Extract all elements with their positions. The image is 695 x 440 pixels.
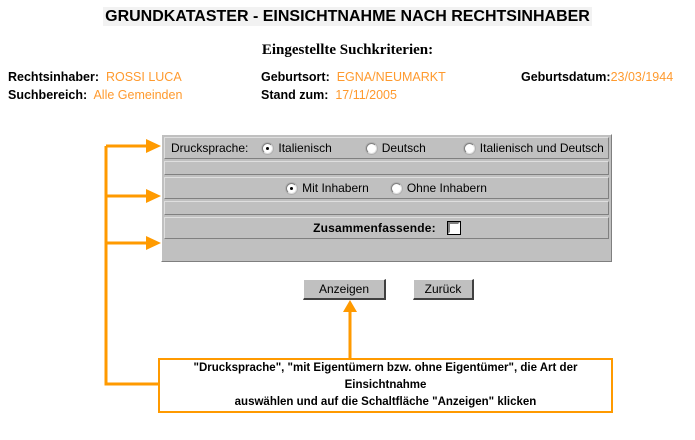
annotation-text: "Drucksprache", "mit Eigentümern bzw. oh…: [160, 360, 611, 411]
arrow-head-owner-icon: [146, 189, 161, 203]
annotation-line-1: "Drucksprache", "mit Eigentümern bzw. oh…: [193, 362, 578, 391]
criteria-geburtsdatum-value: 23/03/1944: [610, 70, 674, 84]
radio-italienisch-und-deutsch-icon[interactable]: [463, 142, 475, 154]
zurueck-button[interactable]: Zurück: [413, 279, 474, 300]
criteria-geburtsdatum: Geburtsdatum:23/03/1944: [521, 70, 673, 84]
arrow-head-language-icon: [146, 139, 161, 153]
radio-ohne-inhabern-icon[interactable]: [390, 182, 402, 194]
anzeigen-button[interactable]: Anzeigen: [303, 279, 386, 300]
radio-option-italienisch[interactable]: Italienisch: [262, 141, 332, 155]
arrow-head-summary-icon: [146, 236, 161, 250]
radio-option-ohne-inhabern[interactable]: Ohne Inhabern: [390, 181, 487, 195]
page-title-text: GRUNDKATASTER - EINSICHTNAHME NACH RECHT…: [103, 7, 592, 26]
criteria-heading: Eingestellte Suchkriterien:: [261, 42, 434, 58]
radio-italienisch-icon[interactable]: [262, 142, 274, 154]
criteria-rechtsinhaber: Rechtsinhaber: ROSSI LUCA: [8, 70, 182, 84]
criteria-geburtsort: Geburtsort: EGNA/NEUMARKT: [261, 70, 446, 84]
summary-checkbox[interactable]: [446, 221, 461, 235]
radio-italienisch-label: Italienisch: [278, 141, 332, 155]
criteria-stand-zum: Stand zum: 17/11/2005: [261, 88, 397, 102]
summary-row: Zusammenfassende:: [164, 217, 609, 239]
connector-trunk: [104, 146, 158, 386]
criteria-rechtsinhaber-label: Rechtsinhaber:: [8, 70, 103, 84]
annotation-line-2: auswählen und auf die Schaltfläche "Anze…: [234, 396, 537, 408]
radio-option-italienisch-und-deutsch[interactable]: Italienisch und Deutsch: [463, 141, 604, 155]
radio-option-deutsch[interactable]: Deutsch: [365, 141, 426, 155]
owner-row: Mit Inhabern Ohne Inhabern: [164, 177, 609, 199]
radio-deutsch-label: Deutsch: [381, 141, 426, 155]
language-row: Drucksprache: Italienisch Deutsch Italie…: [164, 137, 609, 159]
annotation-callout: "Drucksprache", "mit Eigentümern bzw. oh…: [158, 358, 613, 413]
criteria-stand-zum-value: 17/11/2005: [335, 88, 397, 102]
page-title: GRUNDKATASTER - EINSICHTNAHME NACH RECHT…: [0, 7, 695, 26]
criteria-stand-zum-label: Stand zum:: [261, 88, 332, 102]
criteria-geburtsort-label: Geburtsort:: [261, 70, 334, 84]
radio-deutsch-icon[interactable]: [365, 142, 377, 154]
panel-spacer-1: [164, 161, 609, 175]
language-label: Drucksprache:: [171, 141, 249, 155]
summary-label: Zusammenfassende:: [313, 221, 436, 235]
radio-mit-inhabern-label: Mit Inhabern: [302, 181, 369, 195]
criteria-suchbereich-label: Suchbereich:: [8, 88, 91, 102]
criteria-geburtsort-value: EGNA/NEUMARKT: [336, 70, 446, 84]
arrow-head-anzeigen-icon: [343, 300, 357, 312]
options-panel: Drucksprache: Italienisch Deutsch Italie…: [161, 134, 612, 262]
radio-italienisch-und-deutsch-label: Italienisch und Deutsch: [479, 141, 604, 155]
radio-ohne-inhabern-label: Ohne Inhabern: [406, 181, 487, 195]
criteria-geburtsdatum-label: Geburtsdatum:: [521, 70, 611, 84]
criteria-suchbereich-value: Alle Gemeinden: [93, 88, 183, 102]
panel-spacer-2: [164, 201, 609, 215]
radio-option-mit-inhabern[interactable]: Mit Inhabern: [286, 181, 369, 195]
criteria-suchbereich: Suchbereich: Alle Gemeinden: [8, 88, 182, 102]
radio-mit-inhabern-icon[interactable]: [286, 182, 298, 194]
criteria-rechtsinhaber-value: ROSSI LUCA: [105, 70, 182, 84]
